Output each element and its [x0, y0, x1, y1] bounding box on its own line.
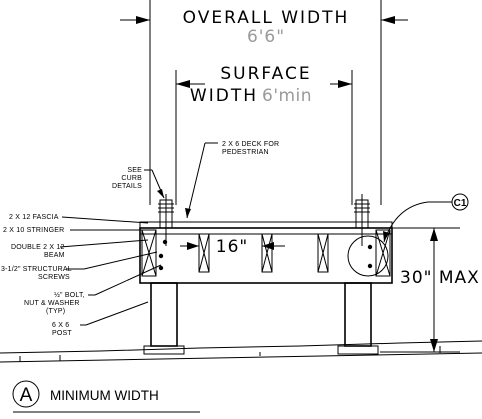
bolt-label-line1: ½" BOLT, — [54, 291, 85, 299]
post-label-line2: POST — [52, 330, 72, 337]
surface-width-label-line2: WIDTH — [190, 86, 258, 106]
section-title-text: MINIMUM WIDTH — [50, 388, 159, 403]
callout-c1-label: C1 — [454, 198, 467, 209]
stringer-label: 2 X 10 STRINGER — [3, 227, 64, 234]
bridge-structure — [139, 194, 393, 355]
section-letter: A — [20, 385, 33, 406]
beam — [139, 227, 393, 284]
bolt-label-line2: NUT & WASHER — [24, 300, 80, 307]
curb-note: SEE CURB DETAILS — [112, 167, 165, 199]
deck-note-line2: PEDESTRIAN — [222, 149, 269, 156]
deck-boards — [139, 221, 393, 229]
deck-note-line1: 2 X 6 DECK FOR — [222, 141, 279, 148]
curb-note-line2: CURB — [121, 175, 142, 182]
height-dimension: 30" MAX — [380, 227, 480, 353]
connection-detail-circle — [347, 235, 389, 277]
overall-width-dimension: OVERALL WIDTH 6'6" — [120, 0, 408, 205]
fascia-label: 2 X 12 FASCIA — [9, 214, 59, 221]
surface-width-value: 6'min — [262, 86, 312, 106]
spacing-value: 16" — [216, 237, 248, 257]
deck-note: 2 X 6 DECK FOR PEDESTRIAN — [185, 141, 279, 219]
bolt-label-line3: (TYP) — [46, 308, 65, 315]
ground-line — [0, 340, 482, 363]
beam-label-line1: DOUBLE 2 X 12 — [11, 244, 65, 251]
spacing-dimension: 16" — [180, 237, 285, 257]
callout-c1: C1 — [383, 193, 469, 243]
left-post — [150, 282, 178, 347]
section-title: A MINIMUM WIDTH — [12, 380, 200, 413]
surface-width-dimension: SURFACE WIDTH 6'min — [175, 64, 353, 205]
curb-note-line1: SEE — [127, 167, 142, 174]
screws-label-line2: SCREWS — [38, 274, 70, 281]
surface-width-label-line1: SURFACE — [220, 64, 311, 84]
overall-width-value: 6'6" — [247, 27, 285, 47]
overall-width-label: OVERALL WIDTH — [183, 8, 350, 28]
beam-label-line2: BEAM — [44, 252, 65, 259]
post-label-line1: 6 X 6 — [52, 322, 69, 329]
height-value: 30" MAX — [400, 268, 480, 288]
member-labels: 2 X 12 FASCIA 2 X 10 STRINGER DOUBLE 2 X… — [1, 214, 162, 337]
curb-note-line3: DETAILS — [112, 183, 142, 190]
screws-label-line1: 3-1/2" STRUCTURAL — [1, 266, 72, 273]
right-post — [344, 282, 372, 347]
